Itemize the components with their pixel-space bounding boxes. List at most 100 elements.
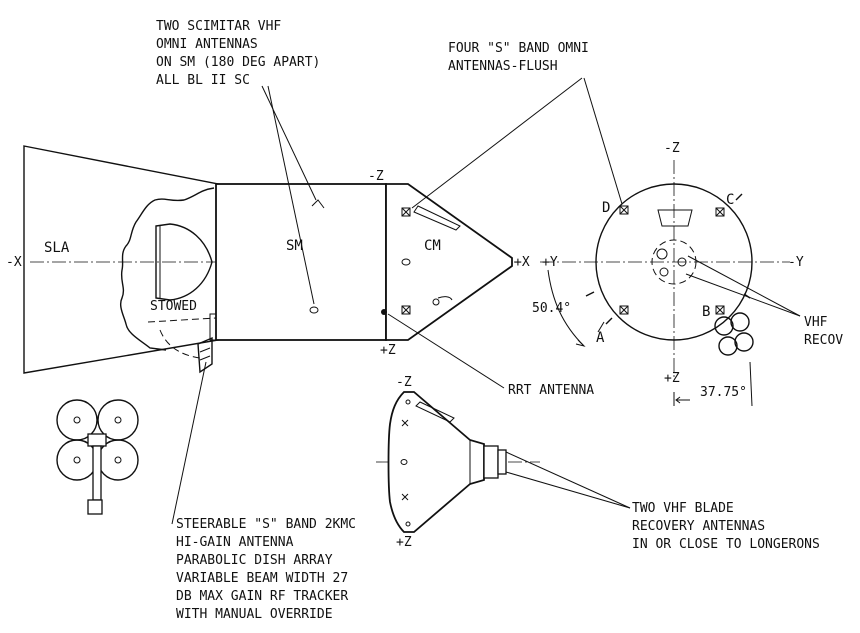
callout-steerable-line-4: VARIABLE BEAM WIDTH 27: [176, 571, 348, 586]
cm-vhf-antenna-mark: [401, 258, 411, 266]
callout-steerable-line-5: DB MAX GAIN RF TRACKER: [176, 589, 348, 604]
end-view-outline: [595, 183, 753, 341]
callout-steerable-line-3: PARABOLIC DISH ARRAY: [176, 553, 333, 568]
end-antenna-d: [619, 205, 629, 215]
quadrant-a-label: A: [596, 330, 605, 346]
service-module: [215, 183, 387, 341]
leader-sband-side: [411, 77, 583, 209]
dish-boom: [92, 445, 102, 501]
side-view: SLA SM CM STOWED -X +X -Z +Z: [6, 145, 530, 374]
deploy-arc: [159, 329, 201, 359]
leader-rrt: [387, 313, 505, 389]
end-dish-1: [714, 316, 734, 336]
end-view: +Y -Y -Z +Z C D B A 50.4° 37.75°: [532, 141, 804, 407]
callout-steerable-line-1: STEERABLE "S" BAND 2KMC: [176, 517, 356, 532]
leader-scimitar-upper: [261, 85, 317, 201]
callout-steerable-line-2: HI-GAIN ANTENNA: [176, 535, 294, 550]
callout-vhf-recov-line-1: VHF: [804, 315, 828, 330]
rrt-antenna-dot: [381, 309, 387, 315]
quadrant-d-label: D: [602, 200, 610, 216]
callout-scimitar: TWO SCIMITAR VHF OMNI ANTENNAS ON SM (18…: [156, 19, 320, 88]
cm-minus-z-label: -Z: [396, 375, 412, 390]
sps-engine-bell: [155, 223, 213, 301]
dish-boom-mount: [209, 313, 217, 341]
callout-scimitar-line-2: OMNI ANTENNAS: [156, 37, 258, 52]
end-dish-4: [734, 332, 754, 352]
s-band-omni-antenna-lower: [401, 305, 411, 315]
cm-detail-probe: [497, 449, 507, 475]
leader-steerable: [171, 361, 207, 525]
scimitar-antenna-lower: [309, 306, 319, 314]
callout-scimitar-line-4: ALL BL II SC: [156, 73, 250, 88]
end-plus-z-label: +Z: [664, 371, 680, 386]
sla-adapter: [23, 145, 219, 374]
callout-steerable: STEERABLE "S" BAND 2KMC HI-GAIN ANTENNA …: [176, 517, 356, 622]
s-band-omni-antenna-upper: [401, 207, 411, 217]
callout-scimitar-line-3: ON SM (180 DEG APART): [156, 55, 320, 70]
end-minus-z-label: -Z: [664, 141, 680, 156]
dish-hub: [87, 433, 107, 447]
quadrant-c-label: C: [726, 192, 734, 208]
minus-y-label: -Y: [788, 255, 804, 270]
cm-window-upper: [413, 205, 461, 231]
quadrant-b-label: B: [702, 304, 710, 320]
callout-vhf-recov-line-2: RECOV: [804, 333, 843, 348]
dish-boom-base: [87, 499, 103, 515]
end-dish-3: [718, 336, 738, 356]
leader-scimitar-lower: [267, 85, 315, 305]
tunnel-outline: [651, 239, 697, 285]
stowed-dish-outline: [147, 317, 217, 323]
command-module: [385, 183, 513, 341]
tick-left: [585, 291, 595, 297]
callout-sband-line-2: ANTENNAS-FLUSH: [448, 59, 558, 74]
tick-c: [735, 193, 743, 201]
callout-sband-line-1: FOUR "S" BAND OMNI: [448, 41, 589, 56]
cm-port: [432, 298, 440, 306]
callout-steerable-line-6: WITH MANUAL OVERRIDE: [176, 607, 333, 622]
cm-detail-port: [400, 459, 408, 465]
cm-detail-tunnel: [483, 445, 499, 479]
stowed-label: STOWED: [150, 299, 197, 314]
angle-50-label: 50.4°: [532, 301, 571, 316]
cm-label: CM: [424, 238, 441, 254]
leader-sband-end: [583, 77, 623, 205]
cm-plus-z-label: +Z: [396, 535, 412, 550]
callout-s-band-omni: FOUR "S" BAND OMNI ANTENNAS-FLUSH: [448, 41, 589, 74]
cm-detail-window: [415, 401, 455, 423]
end-dish-2: [730, 312, 750, 332]
scimitar-antenna-upper: [311, 199, 325, 209]
cm-window-lower: [437, 296, 453, 301]
side-minus-z-label: -Z: [368, 169, 384, 184]
callout-scimitar-line-1: TWO SCIMITAR VHF: [156, 19, 281, 34]
hi-gain-dish-array: [56, 399, 139, 515]
leader-blade-2: [505, 471, 631, 509]
deployed-dish-detail: [199, 347, 211, 361]
dim-ext-right: [749, 361, 753, 407]
minus-x-label: -X: [6, 255, 22, 270]
hatch-window: [657, 209, 693, 227]
leader-lines: [171, 77, 801, 525]
plus-x-label: +X: [514, 255, 530, 270]
sla-cutaway-edge: [119, 187, 215, 351]
cm-detail-body: [387, 391, 485, 533]
callout-blade-line-1: TWO VHF BLADE: [632, 501, 734, 516]
angle-arrow-50: [575, 339, 586, 347]
end-antenna-b: [715, 305, 725, 315]
side-plus-z-label: +Z: [380, 343, 396, 358]
cm-detail-view: -Z +Z: [376, 375, 540, 550]
leader-vhf-recov-1: [687, 255, 801, 317]
leader-blade-1: [505, 451, 631, 509]
callout-rrt-antenna: RRT ANTENNA: [508, 383, 594, 398]
sm-label: SM: [286, 238, 303, 254]
end-antenna-a: [619, 305, 629, 315]
cm-detail-antenna-1: [401, 419, 409, 427]
sla-label: SLA: [44, 240, 70, 256]
end-antenna-c: [715, 207, 725, 217]
callout-blade-line-3: IN OR CLOSE TO LONGERONS: [632, 537, 820, 552]
tick-a: [605, 317, 613, 325]
angle-37-label: 37.75°: [700, 385, 747, 400]
cm-detail-antenna-2: [401, 493, 409, 501]
plus-y-label: +Y: [542, 255, 558, 270]
